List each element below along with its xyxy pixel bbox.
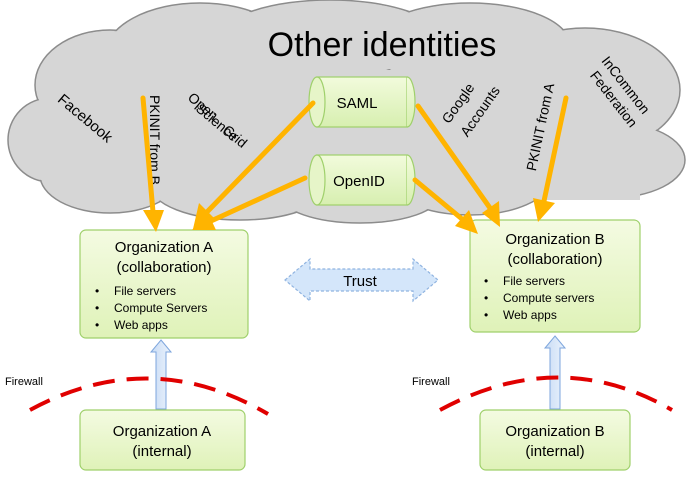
firewall-left: Firewall: [5, 376, 270, 416]
bullet: •: [95, 301, 99, 315]
org-a-internal-box: Organization A (internal): [79, 409, 246, 471]
org-a-item-compute-servers: Compute Servers: [114, 301, 207, 315]
org-a-internal-title: Organization A: [113, 423, 211, 440]
org-b-internal-title: Organization B: [505, 423, 604, 440]
bullet: •: [484, 308, 488, 322]
up-arrow-org-b: [543, 335, 567, 410]
org-b-collaboration-box: Organization B (collaboration) • File se…: [469, 219, 641, 333]
org-b-collab-subtitle: (collaboration): [507, 251, 602, 268]
arrow-pkinit-a-to-org-b: [533, 95, 569, 222]
org-b-internal-box: Organization B (internal): [479, 409, 631, 471]
firewall-right-label: Firewall: [412, 376, 450, 388]
org-a-item-file-servers: File servers: [114, 284, 176, 298]
saml-protocol: SAML: [308, 76, 416, 128]
org-b-item-file-servers: File servers: [503, 274, 565, 288]
arrow-openid-to-org-a: [192, 175, 308, 230]
org-b-internal-subtitle: (internal): [525, 443, 584, 460]
bullet: •: [95, 284, 99, 298]
org-a-collaboration-box: Organization A (collaboration) • File se…: [79, 229, 249, 339]
up-arrow-org-a: [149, 339, 173, 410]
arrow-saml-to-org-b: [415, 103, 500, 227]
trust-arrow: Trust: [284, 257, 439, 303]
arrow-pkinit-b-to-org-a: [140, 95, 164, 232]
saml-label: SAML: [337, 95, 378, 112]
identity-arrows: [140, 95, 569, 234]
org-b-item-compute-servers: Compute servers: [503, 291, 594, 305]
arrow-openid-to-org-b: [412, 177, 478, 234]
cloud-title: Other identities: [268, 26, 497, 64]
openid-protocol: OpenID: [308, 154, 416, 206]
bullet: •: [95, 318, 99, 332]
org-a-item-web-apps: Web apps: [114, 318, 168, 332]
org-b-collab-title: Organization B: [505, 231, 604, 248]
org-a-collab-subtitle: (collaboration): [116, 259, 211, 276]
openid-label: OpenID: [333, 173, 385, 190]
bullet: •: [484, 291, 488, 305]
trust-label: Trust: [343, 273, 377, 290]
org-a-internal-subtitle: (internal): [132, 443, 191, 460]
org-a-collab-title: Organization A: [115, 239, 213, 256]
firewall-left-label: Firewall: [5, 376, 43, 388]
org-b-item-web-apps: Web apps: [503, 308, 557, 322]
bullet: •: [484, 274, 488, 288]
firewall-right: Firewall: [412, 375, 674, 412]
